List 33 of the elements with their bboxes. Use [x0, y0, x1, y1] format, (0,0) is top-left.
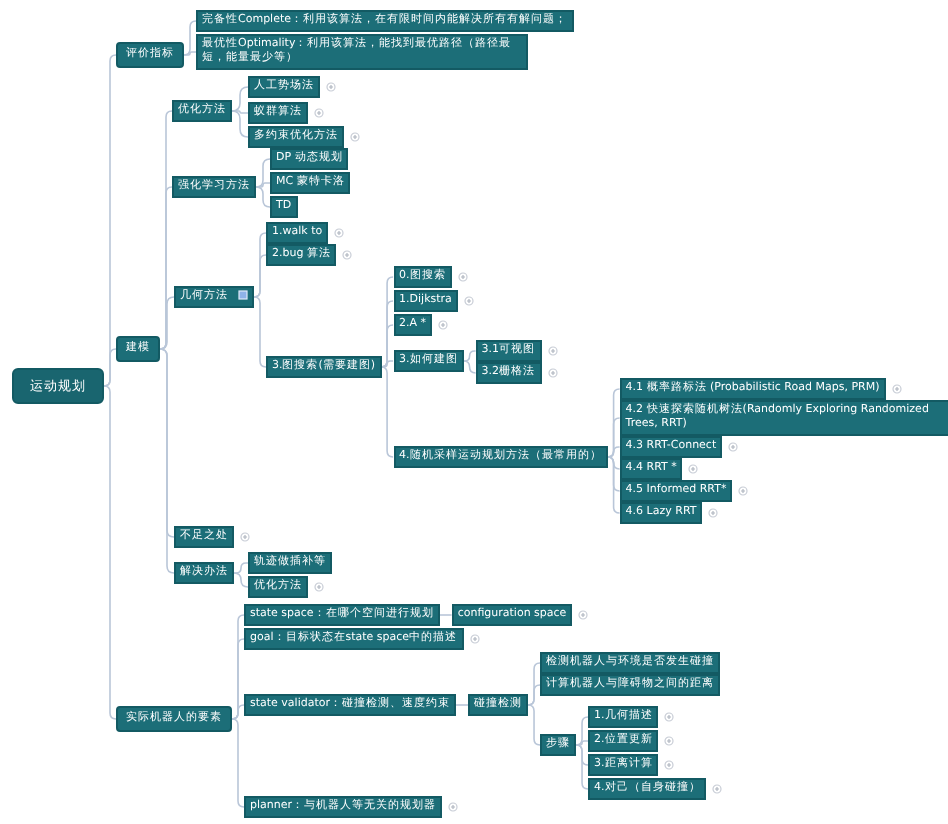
connector-line — [231, 704, 245, 720]
connector-line — [527, 684, 541, 706]
connector-line — [575, 744, 589, 790]
connector-line — [575, 716, 589, 746]
connector-line — [233, 572, 249, 588]
connector-line — [159, 348, 175, 574]
connector-line — [606, 417, 621, 458]
connector-line — [438, 614, 453, 616]
connector-line — [231, 718, 245, 808]
connector-line — [606, 446, 621, 458]
connector-line — [462, 360, 477, 374]
connector-line — [159, 296, 175, 350]
connector-line — [255, 158, 271, 188]
connector-line — [253, 254, 267, 298]
connector-line — [103, 385, 117, 720]
connector-line — [380, 324, 394, 368]
connector-line — [380, 360, 394, 368]
connector-line — [462, 350, 477, 362]
connector-line — [231, 110, 249, 114]
connector-line — [255, 186, 271, 208]
connector-line — [606, 456, 621, 514]
connector-line — [103, 348, 117, 387]
connector-line — [253, 296, 267, 368]
connector-line — [231, 110, 249, 138]
connector-line — [231, 86, 249, 112]
connector-line — [159, 186, 173, 350]
connector-line — [233, 562, 249, 574]
topic-box — [174, 286, 254, 309]
connector-line — [527, 704, 541, 746]
connector-line — [183, 51, 197, 56]
connector-line — [455, 704, 469, 706]
connector-line — [183, 20, 197, 56]
connector-line — [380, 366, 394, 458]
